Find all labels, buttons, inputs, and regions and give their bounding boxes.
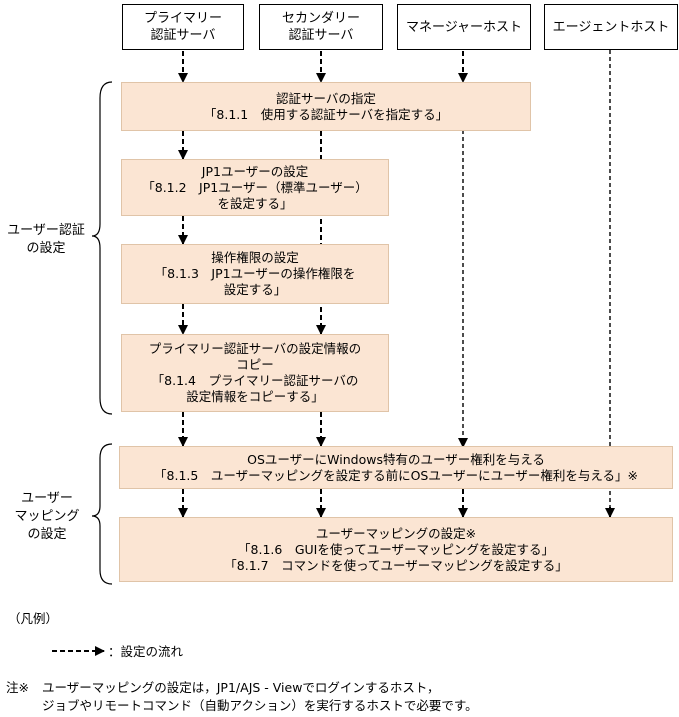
brace-user-auth bbox=[91, 81, 113, 415]
brace-user-mapping bbox=[91, 443, 113, 585]
step-os-user-rights: OSユーザーにWindows特有のユーザー権利を与える 「8.1.5 ユーザーマ… bbox=[119, 446, 673, 489]
group-user-auth-label: ユーザー認証 の設定 bbox=[7, 223, 85, 256]
header-agent-host: エージェントホスト bbox=[544, 4, 678, 50]
header-primary-auth-server: プライマリー 認証サーバ bbox=[122, 4, 244, 50]
step-operation-permission: 操作権限の設定 「8.1.3 JP1ユーザーの操作権限を 設定する」 bbox=[121, 244, 389, 304]
note-mark: 注※ bbox=[6, 680, 29, 695]
step-auth-server: 認証サーバの指定 「8.1.1 使用する認証サーバを指定する」 bbox=[121, 82, 531, 131]
group-user-mapping-label: ユーザー マッピング の設定 bbox=[14, 491, 80, 542]
step-copy-settings: プライマリー認証サーバの設定情報の コピー 「8.1.4 プライマリー認証サーバ… bbox=[121, 334, 389, 412]
header-secondary-auth-server: セカンダリー 認証サーバ bbox=[259, 4, 383, 50]
legend-flow-label: ：設定の流れ bbox=[108, 644, 184, 659]
legend-title: （凡例） bbox=[8, 611, 59, 626]
step-jp1-user: JP1ユーザーの設定 「8.1.2 JP1ユーザー（標準ユーザー） を設定する」 bbox=[121, 159, 389, 216]
header-manager-host: マネージャーホスト bbox=[397, 4, 531, 50]
note-line-2: ジョブやリモートコマンド（自動アクション）を実行するホストで必要です。 bbox=[42, 698, 478, 713]
note-line-1: ユーザーマッピングの設定は，JP1/AJS - Viewでログインするホスト， bbox=[42, 680, 440, 695]
step-user-mapping: ユーザーマッピングの設定※ 「8.1.6 GUIを使ってユーザーマッピングを設定… bbox=[119, 517, 673, 582]
